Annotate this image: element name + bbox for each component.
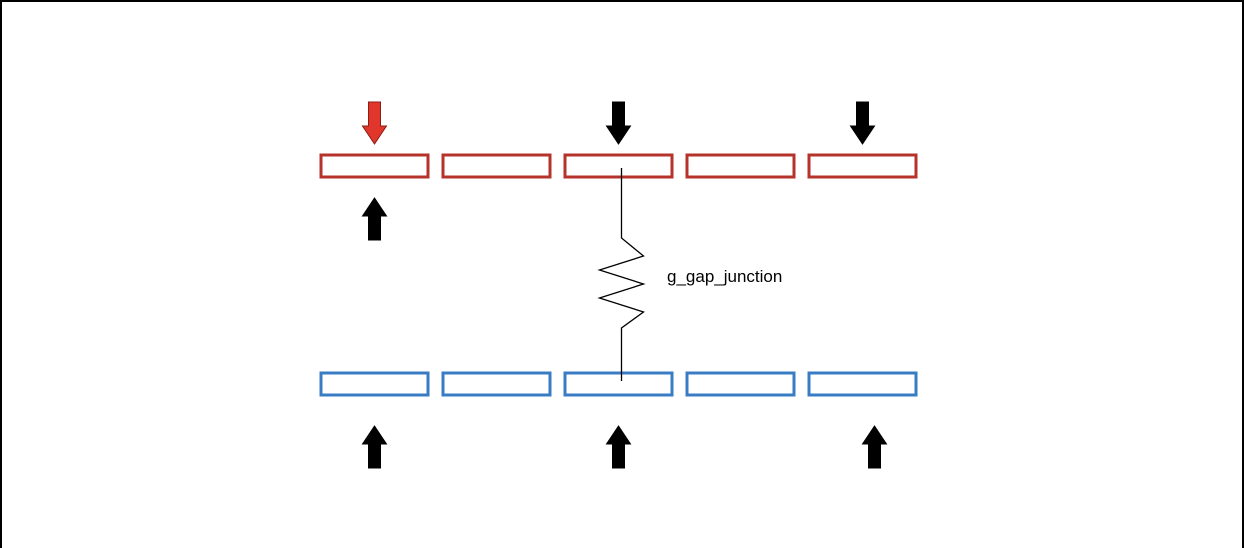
bottom-segment-1 <box>319 371 430 397</box>
stimulus-arrow <box>361 101 388 145</box>
input-arrow-top-3 <box>605 101 632 145</box>
junction-label: g_gap_junction <box>667 267 782 286</box>
top-segment-1 <box>319 153 430 179</box>
output-arrow-bottom-1 <box>361 425 388 469</box>
top-segment-5 <box>807 153 918 179</box>
output-arrow-bottom-5 <box>861 425 888 469</box>
top-segment-2 <box>441 153 552 179</box>
output-arrow-top-1 <box>361 197 388 241</box>
arrow-group <box>361 101 888 469</box>
gap-junction <box>597 168 646 381</box>
bottom-cable-row <box>319 371 918 397</box>
top-cable-row <box>319 153 918 179</box>
bottom-segment-2 <box>441 371 552 397</box>
input-arrow-top-5 <box>849 101 876 145</box>
bottom-segment-5 <box>807 371 918 397</box>
bottom-segment-4 <box>685 371 796 397</box>
bottom-segment-3 <box>563 371 674 397</box>
gap-junction-resistor <box>597 168 646 381</box>
output-arrow-bottom-3 <box>605 425 632 469</box>
top-segment-3 <box>563 153 674 179</box>
top-segment-4 <box>685 153 796 179</box>
